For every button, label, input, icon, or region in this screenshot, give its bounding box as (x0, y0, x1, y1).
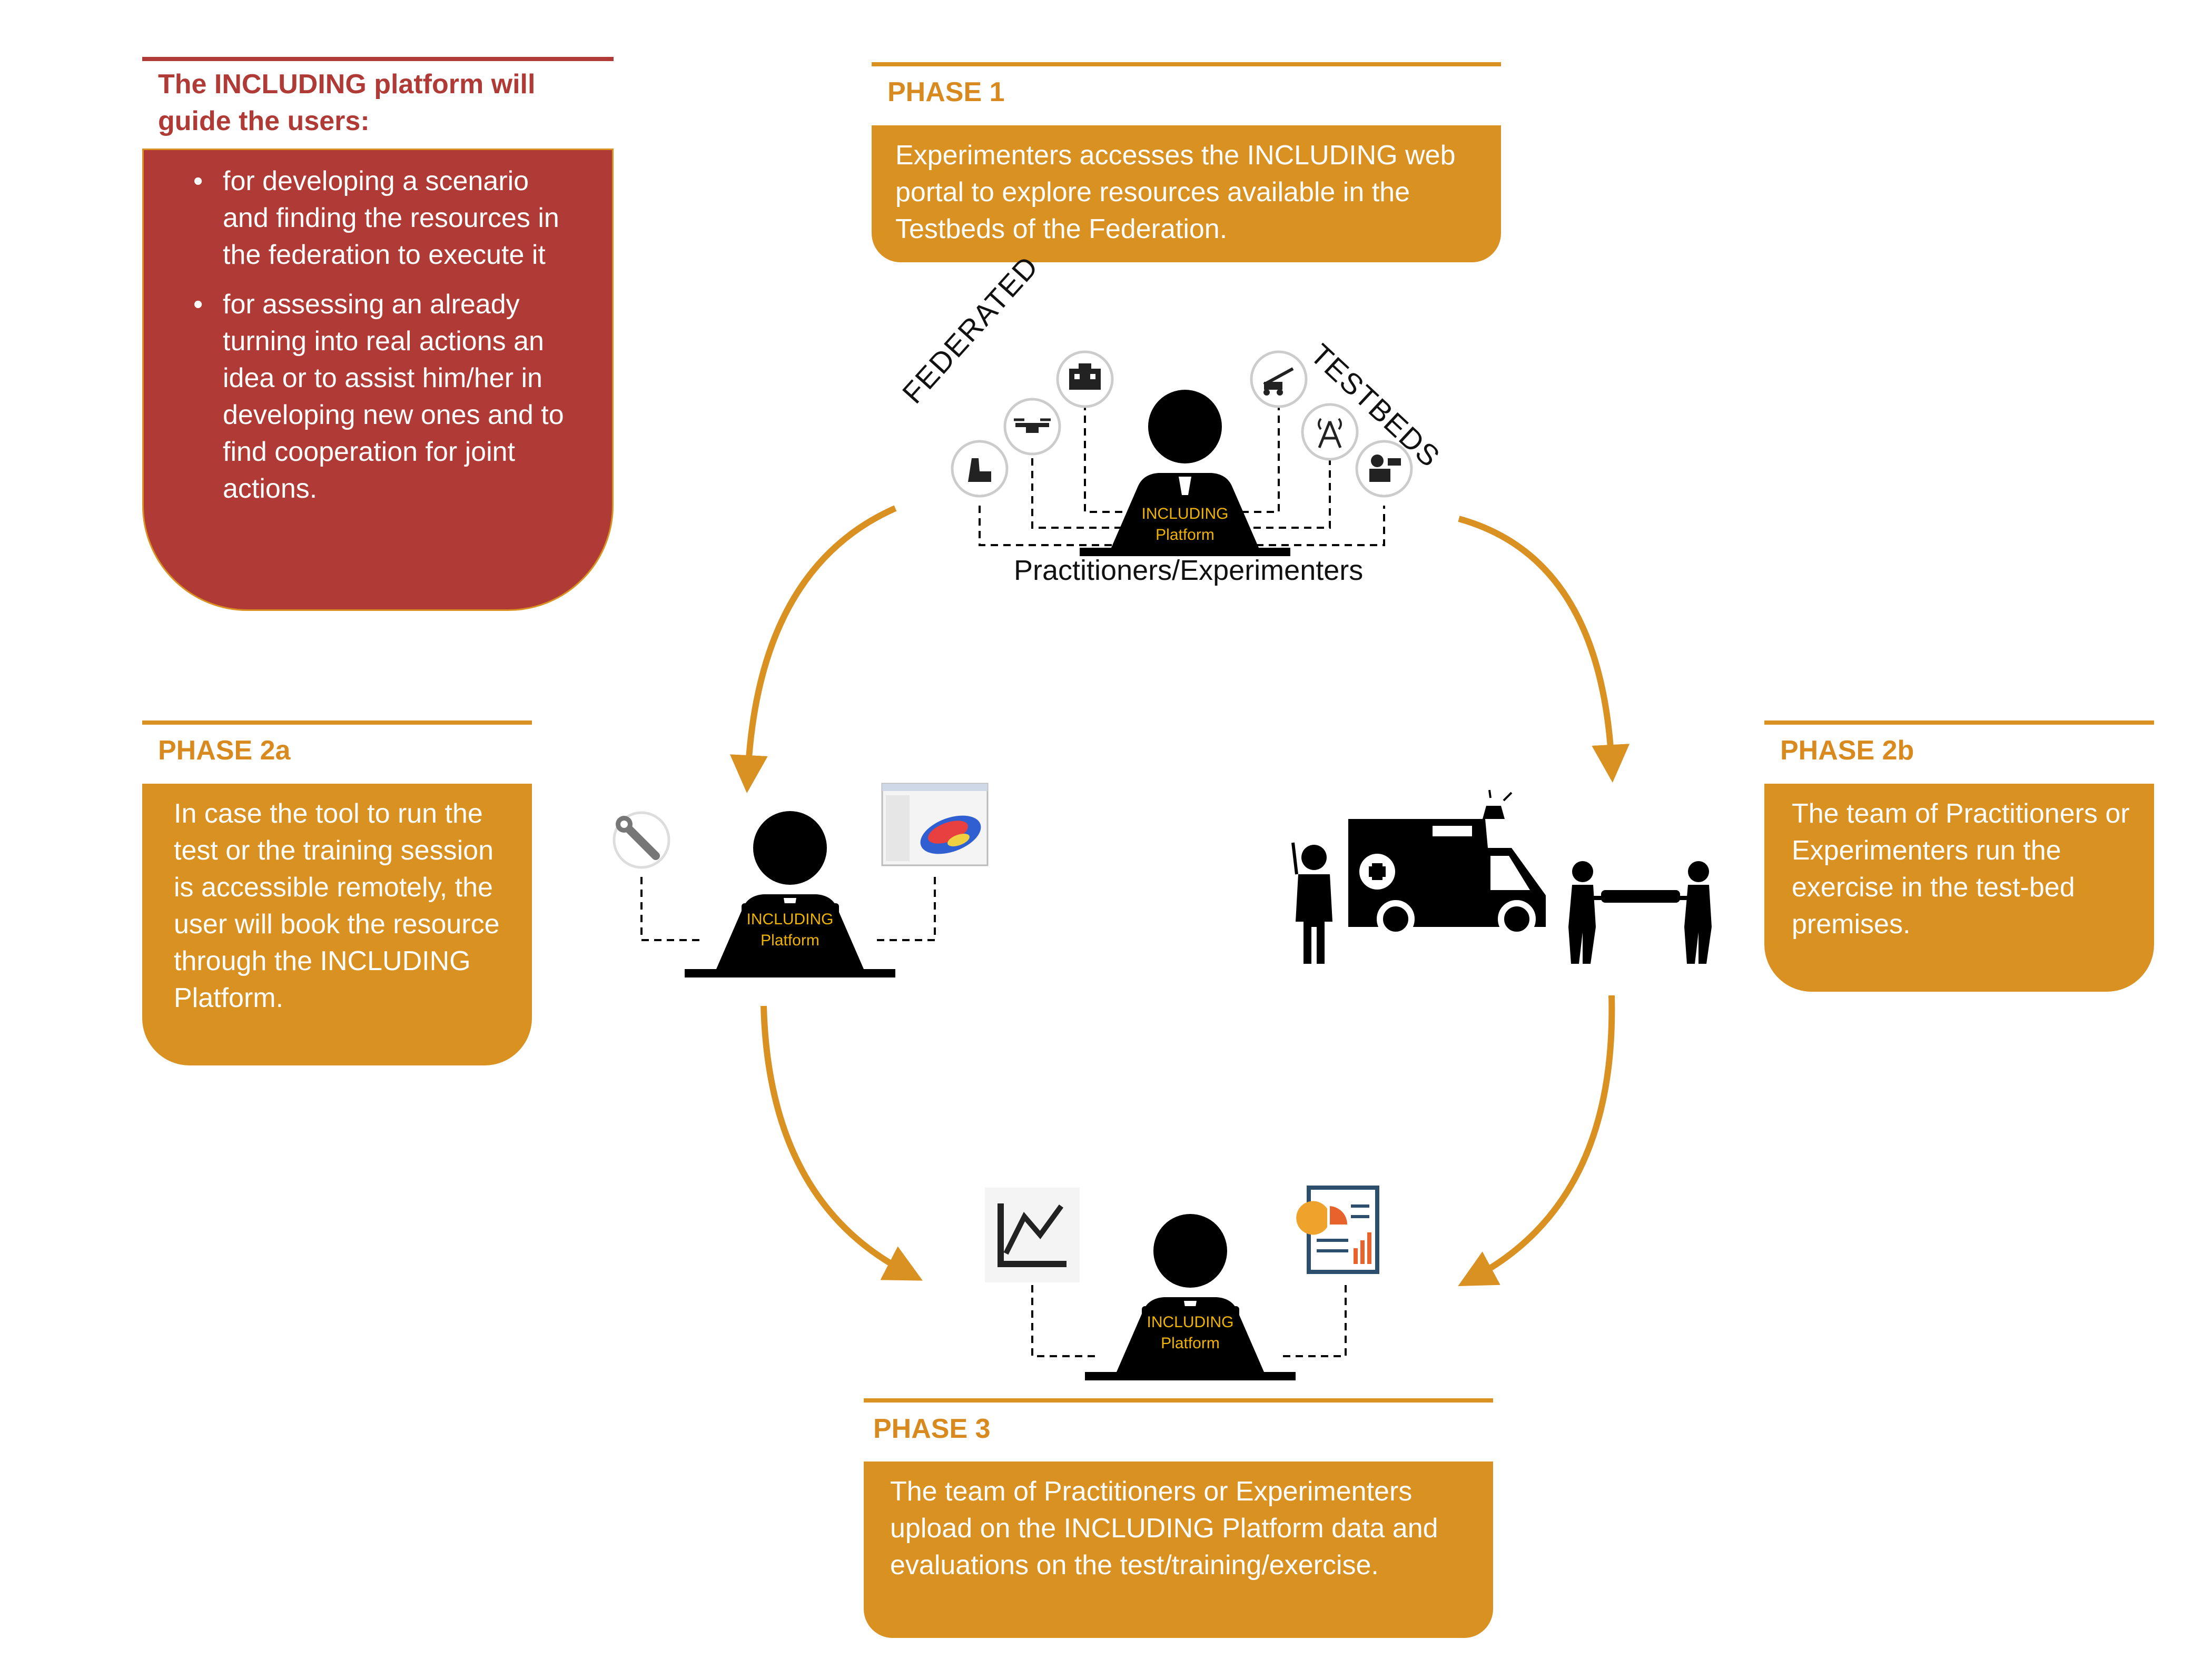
guide-top-rule (142, 57, 614, 61)
phase3-laptop-line1: INCLUDING (1147, 1314, 1233, 1331)
firefighter-icon (1355, 440, 1413, 498)
hospital-icon (1056, 350, 1114, 408)
guide-item-assessing: for assessing an already turning into re… (193, 286, 575, 507)
line-chart-icon (985, 1188, 1080, 1282)
arrow-phase1-to-2b (1458, 516, 1630, 783)
arrow-phase1-to-2a (729, 505, 897, 793)
simulation-screenshot-icon (881, 783, 989, 866)
phase3-top-rule (864, 1398, 1493, 1403)
phase2b-text: The team of Practitioners or Experimente… (1792, 798, 2130, 940)
phase2a-title: PHASE 2a (158, 735, 291, 766)
phase3-laptop-line2: Platform (1161, 1335, 1220, 1352)
guide-list: for developing a scenario and finding th… (181, 163, 575, 507)
nuclear-plant-icon (951, 440, 1009, 498)
phase1-box: Experimenters accesses the INCLUDING web… (872, 125, 1501, 262)
phase3-text: The team of Practitioners or Experimente… (890, 1476, 1438, 1581)
phase1-laptop (1137, 498, 1234, 550)
phase3-box: The team of Practitioners or Experimente… (864, 1461, 1493, 1638)
phase2b-top-rule (1764, 720, 2154, 725)
phase1-laptop-line2: Platform (1156, 526, 1214, 544)
phase1-laptop-line1: INCLUDING (1141, 505, 1228, 522)
phase2a-laptop (742, 903, 839, 956)
phase2a-top-rule (142, 720, 532, 725)
phase3-connectors (1031, 1285, 1347, 1357)
phase2a-laptop-line1: INCLUDING (746, 911, 833, 928)
phase2b-title: PHASE 2b (1780, 735, 1914, 766)
phase2a-laptop-line2: Platform (761, 932, 819, 949)
drone-icon (1003, 398, 1061, 456)
report-icon (1296, 1186, 1379, 1274)
phase2a-connectors (640, 877, 936, 941)
guide-box: for developing a scenario and finding th… (142, 149, 614, 611)
phase1-text: Experimenters accesses the INCLUDING web… (895, 140, 1456, 244)
arrow-phase2a-to-3 (761, 1005, 923, 1281)
arrow-phase2b-to-3 (1458, 995, 1615, 1287)
ambulance-icon (1348, 789, 1546, 938)
stretcher-team-icon (1568, 861, 1712, 964)
guide-heading: The INCLUDING platform will guide the us… (158, 69, 536, 136)
phase2a-box: In case the tool to run the test or the … (142, 784, 532, 1065)
responder-icon (1291, 842, 1332, 964)
phase1-title: PHASE 1 (887, 77, 1005, 107)
practitioners-caption: Practitioners/Experimenters (1014, 555, 1364, 586)
phase3-title: PHASE 3 (873, 1414, 991, 1444)
guide-item-scenario: for developing a scenario and finding th… (193, 163, 575, 273)
phase3-laptop (1142, 1306, 1239, 1359)
phase1-top-rule (872, 62, 1501, 66)
wrench-icon (613, 811, 670, 869)
antenna-icon (1301, 403, 1359, 461)
phase2a-text: In case the tool to run the test or the … (174, 798, 500, 1013)
phase2b-box: The team of Practitioners or Experimente… (1764, 784, 2154, 992)
crane-icon (1250, 350, 1308, 408)
